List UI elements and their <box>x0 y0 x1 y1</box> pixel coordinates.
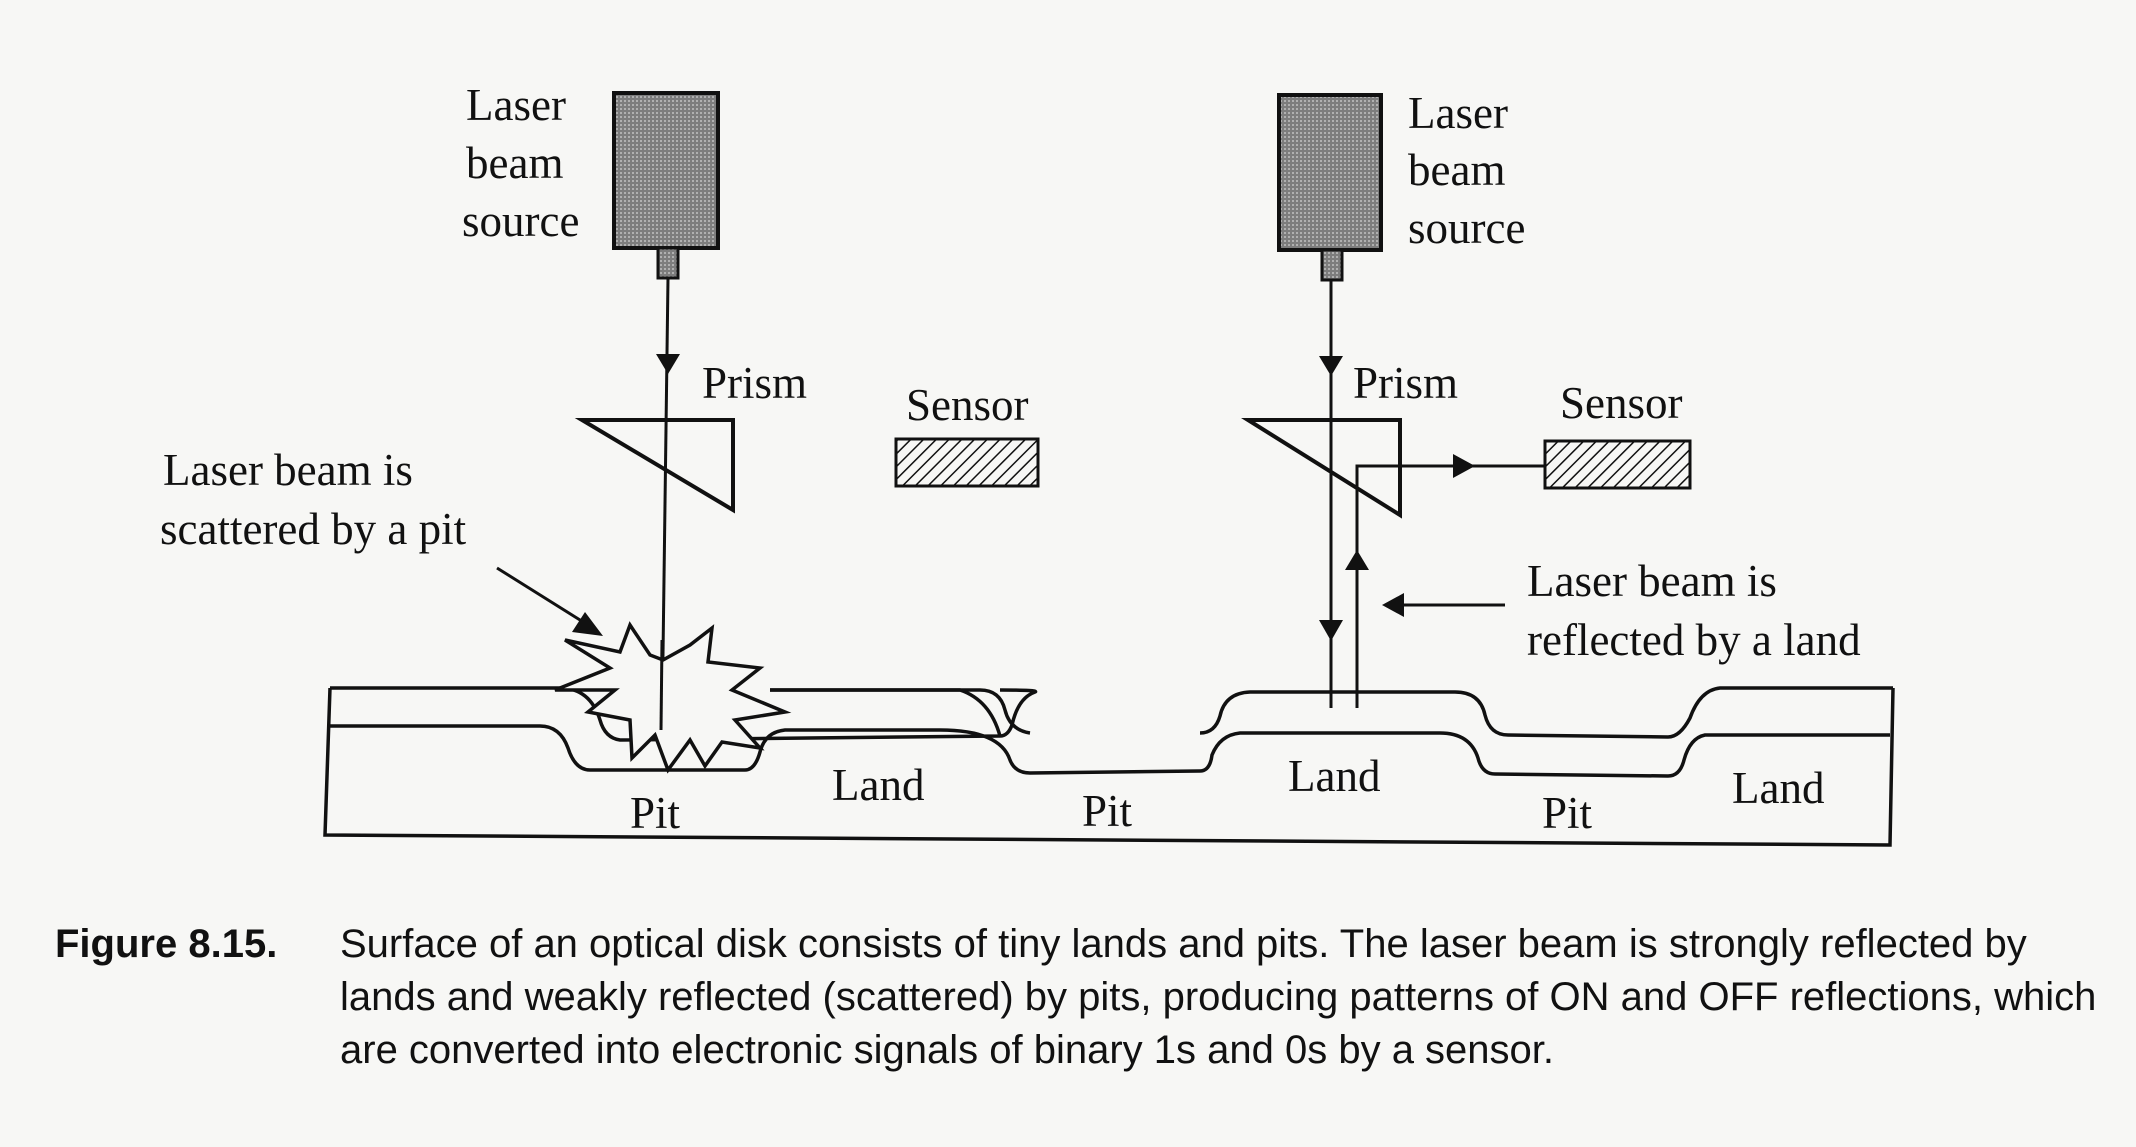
surface-label-land-1: Land <box>832 760 924 810</box>
right-prism-label: Prism <box>1353 358 1458 408</box>
scatter-burst <box>554 621 792 774</box>
reflect-pointer-arrow <box>1382 593 1505 617</box>
reflect-note-line2: reflected by a land <box>1527 615 1861 665</box>
scatter-pointer-arrow <box>496 566 603 636</box>
right-laser-source <box>1277 93 1383 282</box>
surface-label-land-3: Land <box>1732 763 1824 813</box>
left-beam-into-pit <box>659 639 664 731</box>
left-sensor-label: Sensor <box>906 380 1029 430</box>
scatter-note-line1: Laser beam is <box>163 445 413 495</box>
figure-caption-text: Surface of an optical disk consists of t… <box>340 922 2097 1072</box>
left-source-label-3: source <box>462 196 579 246</box>
scatter-note-line2: scattered by a pit <box>160 504 467 554</box>
right-sensor-label: Sensor <box>1560 378 1683 428</box>
optical-disk-diagram: Laser beam source Laser beam source Pris… <box>160 80 1895 847</box>
left-prism-label: Prism <box>702 358 807 408</box>
figure-caption: Figure 8.15. Surface of an optical disk … <box>55 918 2115 1072</box>
right-source-label-1: Laser <box>1408 88 1508 138</box>
left-prism <box>574 418 735 514</box>
right-sensor <box>1543 439 1692 490</box>
right-beam-down-arrow-2 <box>1319 620 1343 641</box>
surface-label-pit-2: Pit <box>1082 786 1133 836</box>
left-laser-source <box>612 91 720 280</box>
right-beam-up-arrow <box>1345 550 1369 570</box>
right-source-label-3: source <box>1408 203 1525 253</box>
surface-label-pit-3: Pit <box>1542 788 1593 838</box>
surface-label-land-2: Land <box>1288 751 1380 801</box>
right-source-label-2: beam <box>1408 145 1505 195</box>
figure-number: Figure 8.15. <box>55 922 278 966</box>
right-beam-down-arrow-1 <box>1319 356 1343 376</box>
reflect-note-line1: Laser beam is <box>1527 556 1777 606</box>
left-source-label-1: Laser <box>466 80 566 130</box>
left-beam-down-arrow <box>656 354 680 374</box>
left-sensor <box>894 437 1040 488</box>
surface-label-pit-1: Pit <box>630 788 681 838</box>
right-beam-to-sensor-arrow <box>1453 454 1475 478</box>
left-source-label-2: beam <box>466 138 563 188</box>
